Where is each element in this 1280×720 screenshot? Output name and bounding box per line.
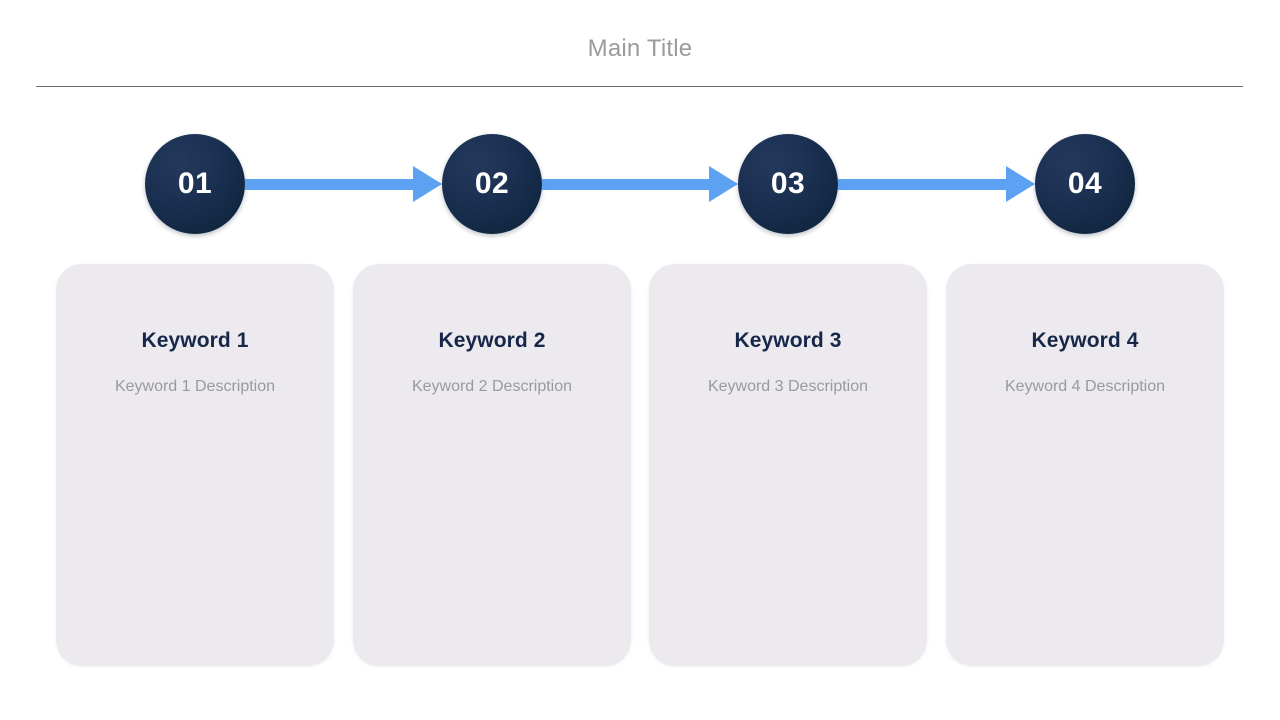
keyword-card-row: Keyword 1 Keyword 1 Description Keyword …: [0, 264, 1280, 666]
page-title: Main Title: [587, 35, 693, 62]
keyword-card-2[interactable]: Keyword 2 Keyword 2 Description: [353, 264, 631, 666]
arrow-shaft: [245, 179, 417, 190]
process-flow-row: 01 02 03 04: [0, 134, 1280, 234]
step-circle-1[interactable]: 01: [145, 134, 245, 234]
keyword-card-3[interactable]: Keyword 3 Keyword 3 Description: [649, 264, 927, 666]
step-circle-4[interactable]: 04: [1035, 134, 1135, 234]
arrow-head: [709, 166, 738, 202]
step-number-2: 02: [474, 167, 510, 200]
keyword-card-4[interactable]: Keyword 4 Keyword 4 Description: [946, 264, 1224, 666]
page-header: Main Title: [0, 0, 1280, 87]
arrow-head: [1006, 166, 1035, 202]
arrow-right-icon-1: [245, 166, 442, 202]
keyword-card-description-4: Keyword 4 Description: [1004, 378, 1166, 395]
keyword-card-title-4: Keyword 4: [1031, 329, 1139, 352]
arrow-right-icon-3: [838, 166, 1035, 202]
step-number-3: 03: [770, 167, 806, 200]
arrow-head: [413, 166, 442, 202]
arrow-shaft: [542, 179, 713, 190]
keyword-card-description-2: Keyword 2 Description: [411, 378, 573, 395]
step-number-4: 04: [1067, 167, 1103, 200]
arrow-right-icon-2: [542, 166, 738, 202]
step-circle-3[interactable]: 03: [738, 134, 838, 234]
step-number-1: 01: [177, 167, 213, 200]
keyword-card-description-1: Keyword 1 Description: [114, 378, 276, 395]
header-divider: [36, 86, 1243, 87]
keyword-card-title-3: Keyword 3: [734, 329, 842, 352]
keyword-card-1[interactable]: Keyword 1 Keyword 1 Description: [56, 264, 334, 666]
step-circle-2[interactable]: 02: [442, 134, 542, 234]
keyword-card-title-2: Keyword 2: [438, 329, 546, 352]
arrow-shaft: [838, 179, 1010, 190]
keyword-card-title-1: Keyword 1: [141, 329, 249, 352]
keyword-card-description-3: Keyword 3 Description: [707, 378, 869, 395]
